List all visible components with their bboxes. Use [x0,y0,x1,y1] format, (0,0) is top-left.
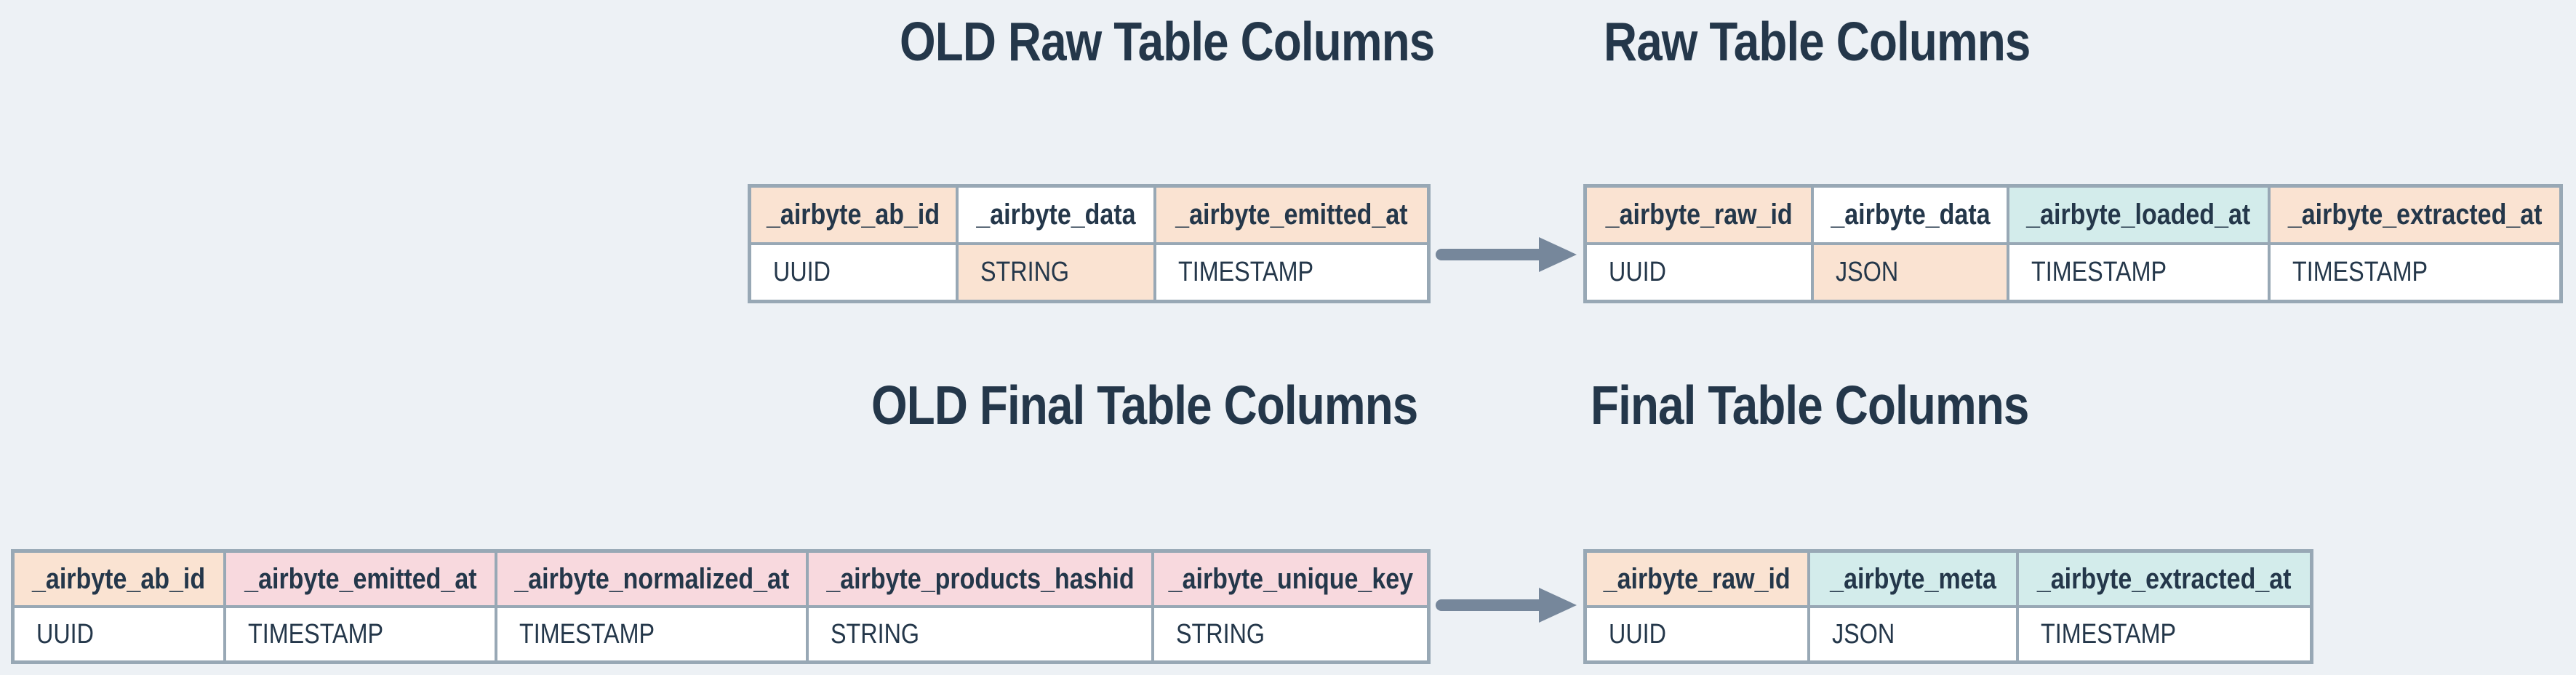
arrow-old-raw-to-raw-icon [1434,231,1580,278]
column-name-row: _airbyte_ab_id _airbyte_data _airbyte_emit… [751,188,1427,242]
column-type-cell: UUID [1587,608,1807,660]
final-table: _airbyte_raw_id _airbyte_meta _airbyte_ext… [1583,549,2313,664]
column-name-cell: _airbyte_raw_id [1587,188,1811,242]
column-type-cell: TIMESTAMP [2009,245,2268,300]
column-type-cell: STRING [959,245,1153,300]
column-type-cell-label: STRING [980,257,1070,287]
column-name-cell-label: _airbyte_extracted_at [2037,562,2292,595]
column-name-cell: _airbyte_normalized_at [497,553,806,605]
column-name-cell: _airbyte_emitted_at [1156,188,1427,242]
column-name-cell-label: _airbyte_products_hashid [825,562,1135,595]
column-type-cell-label: TIMESTAMP [1178,257,1314,287]
column-type-cell-label: UUID [773,257,831,287]
column-name-cell: _airbyte_ab_id [15,553,223,605]
column-name-cell: _airbyte_extracted_at [2019,553,2310,605]
column-type-cell: JSON [1814,245,2007,300]
column-type-row: UUID TIMESTAMP TIMESTAMP STRING STRING [15,608,1427,660]
column-type-row: UUID JSON TIMESTAMP TIMESTAMP [1587,245,2559,300]
heading-old-final-table-columns: OLD Final Table Columns [871,375,1418,436]
column-type-cell: TIMESTAMP [1156,245,1427,300]
column-type-cell-label: TIMESTAMP [2031,257,2167,287]
heading-raw-table-columns: Raw Table Columns [1604,11,2031,72]
column-name-cell-label: _airbyte_normalized_at [514,562,789,595]
heading-final-table-columns: Final Table Columns [1591,375,2029,436]
column-name-cell: _airbyte_data [1814,188,2007,242]
column-type-cell-label: UUID [1609,618,1666,650]
column-type-cell: JSON [1810,608,2016,660]
column-type-cell-label: TIMESTAMP [248,618,384,650]
column-name-cell-label: _airbyte_emitted_at [1175,199,1408,231]
column-name-cell-label: _airbyte_meta [1830,562,1996,595]
column-name-cell-label: _airbyte_emitted_at [244,562,477,595]
raw-table: _airbyte_raw_id _airbyte_data _airbyte_loa… [1583,184,2563,303]
column-name-cell-label: _airbyte_data [976,199,1136,231]
column-type-cell: TIMESTAMP [226,608,495,660]
column-type-cell: TIMESTAMP [2271,245,2559,300]
column-type-cell: UUID [1587,245,1811,300]
column-type-cell-label: TIMESTAMP [2041,618,2177,650]
column-type-cell: TIMESTAMP [2019,608,2310,660]
column-name-row: _airbyte_ab_id _airbyte_emitted_at _airbyt… [15,553,1427,605]
column-name-cell: _airbyte_raw_id [1587,553,1807,605]
column-type-cell-label: JSON [1832,618,1895,650]
column-type-cell-label: TIMESTAMP [2292,257,2428,287]
column-type-cell-label: STRING [831,618,920,650]
old-raw-table: _airbyte_ab_id _airbyte_data _airbyte_emit… [748,184,1431,303]
column-type-cell: UUID [15,608,223,660]
column-type-cell-label: UUID [1609,257,1666,287]
arrow-old-final-to-final-icon [1434,582,1580,628]
column-type-cell: STRING [809,608,1151,660]
heading-old-raw-table-columns: OLD Raw Table Columns [900,11,1435,72]
column-name-cell-label: _airbyte_ab_id [767,199,940,231]
column-name-cell: _airbyte_products_hashid [809,553,1151,605]
column-name-cell: _airbyte_emitted_at [226,553,495,605]
column-type-cell-label: STRING [1176,618,1265,650]
column-name-cell: _airbyte_meta [1810,553,2016,605]
column-name-cell-label: _airbyte_raw_id [1605,199,1793,231]
column-type-cell-label: UUID [36,618,94,650]
column-name-cell-label: _airbyte_raw_id [1603,562,1791,595]
column-name-cell-label: _airbyte_unique_key [1168,562,1413,595]
column-type-row: UUID JSON TIMESTAMP [1587,608,2310,660]
column-name-cell-label: _airbyte_extracted_at [2287,199,2543,231]
old-final-table: _airbyte_ab_id _airbyte_emitted_at _airbyt… [11,549,1431,664]
column-name-cell: _airbyte_ab_id [751,188,956,242]
column-type-cell: TIMESTAMP [497,608,806,660]
column-type-cell: UUID [751,245,956,300]
column-name-cell: _airbyte_loaded_at [2009,188,2268,242]
column-type-row: UUID STRING TIMESTAMP [751,245,1427,300]
column-type-cell-label: TIMESTAMP [519,618,655,650]
column-name-cell-label: _airbyte_ab_id [32,562,206,595]
column-name-cell-label: _airbyte_data [1830,199,1991,231]
column-name-cell-label: _airbyte_loaded_at [2026,199,2251,231]
column-name-cell: _airbyte_unique_key [1154,553,1427,605]
column-name-cell: _airbyte_extracted_at [2271,188,2559,242]
column-name-cell: _airbyte_data [959,188,1153,242]
column-type-cell-label: JSON [1836,257,1899,287]
column-name-row: _airbyte_raw_id _airbyte_data _airbyte_loa… [1587,188,2559,242]
column-name-row: _airbyte_raw_id _airbyte_meta _airbyte_ext… [1587,553,2310,605]
column-type-cell: STRING [1154,608,1427,660]
